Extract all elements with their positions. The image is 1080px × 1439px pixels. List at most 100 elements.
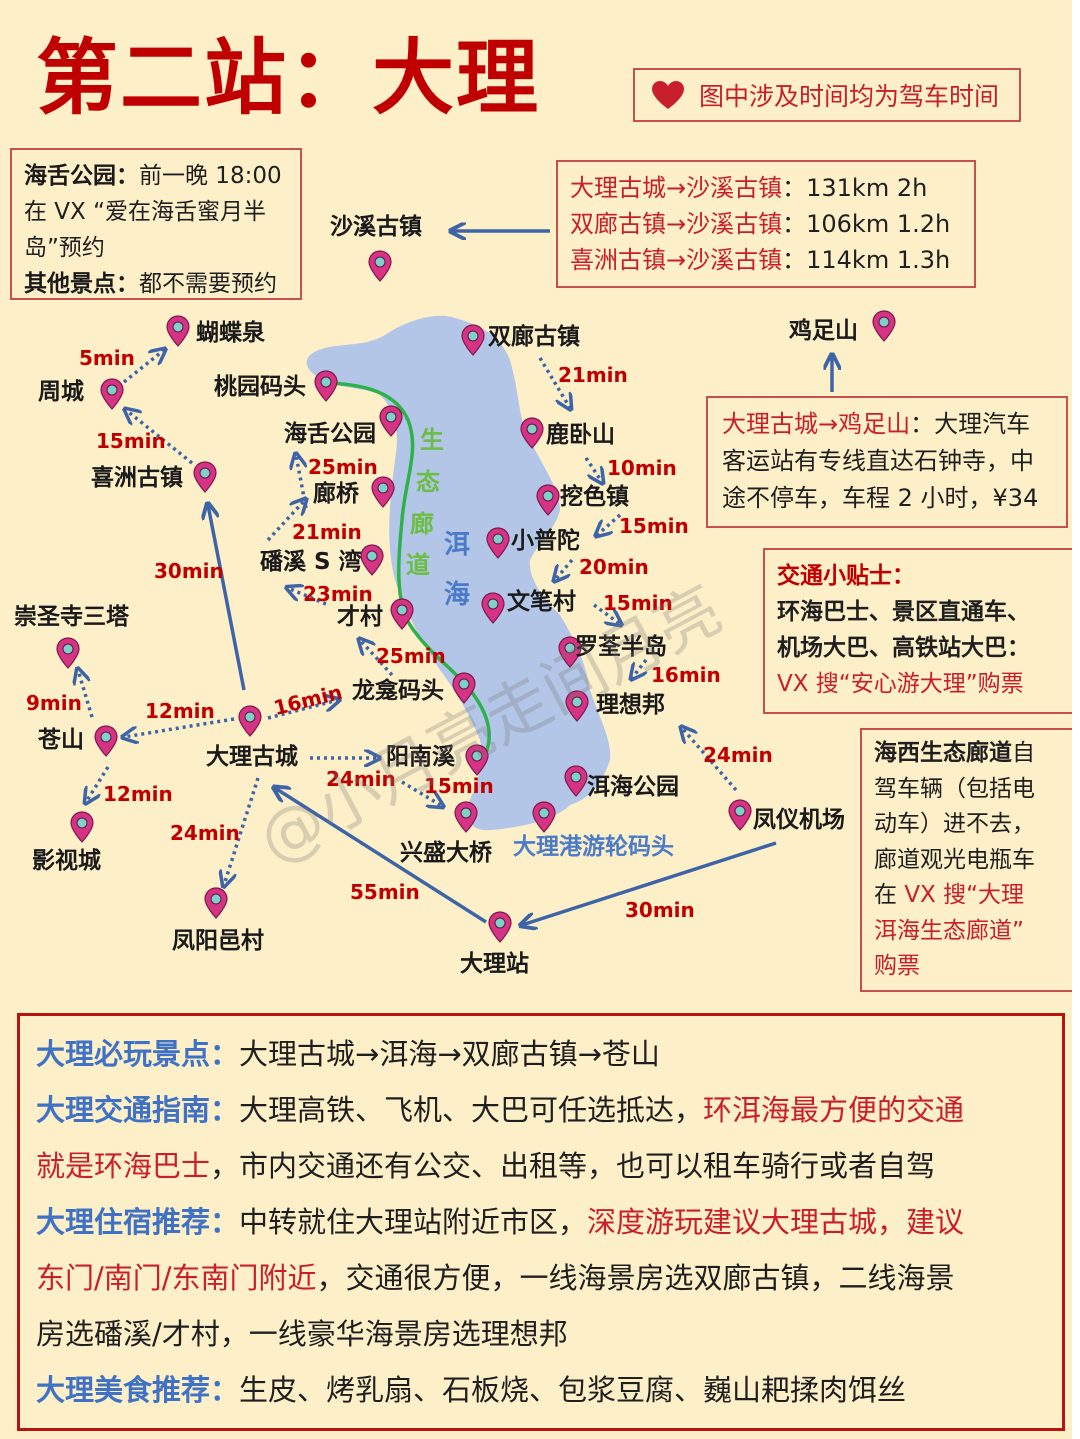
place-pier: 大理港游轮码头 [513, 834, 674, 860]
place-xiaoputuo: 小普陀 [511, 528, 580, 554]
summary-transport: 大理交通指南：大理高铁、飞机、大巴可任选抵达，环洱海最方便的交通就是环海巴士，市… [36, 1082, 1046, 1194]
traffic-tips-box: 交通小贴士： 环海巴士、景区直通车、 机场大巴、高铁站大巴： VX 搜“安心游大… [763, 548, 1072, 714]
eco-label-1: 生 [420, 426, 444, 454]
duration-label: 24min [326, 767, 396, 791]
duration-label: 20min [579, 555, 649, 579]
stay-red1: 深度游玩建议大理古城，建议 [587, 1205, 965, 1239]
stay-label: 大理住宿推荐： [36, 1205, 240, 1239]
pin-cangshan [94, 725, 118, 757]
place-taoyuan: 桃园码头 [214, 374, 306, 400]
duration-label: 16min [651, 663, 721, 687]
duration-label: 15min [96, 429, 166, 453]
duration-label: 30min [154, 559, 224, 583]
pin-shaxi [368, 250, 392, 282]
pin-yingshi [70, 811, 94, 843]
place-dalizhan: 大理站 [460, 951, 529, 977]
duration-label: 12min [145, 699, 215, 723]
place-cangshan: 苍山 [38, 727, 84, 753]
separator: ： [782, 210, 807, 238]
eco-corridor-line [331, 381, 491, 761]
erhai-lake-shape [306, 315, 611, 831]
haixi-line6: 洱海生态廊道” [874, 917, 1024, 944]
place-lixiangbang: 理想邦 [596, 692, 665, 718]
duration-label: 23min [303, 582, 373, 606]
lake-label-2: 海 [444, 580, 471, 610]
traffic-tips-heading: 交通小贴士： [777, 563, 915, 589]
food-text: 生皮、烤乳扇、石板烧、包浆豆腐、巍山耙揉肉饵丝 [239, 1373, 907, 1407]
transport-text2: ，市内交通还有公交、出租等，也可以租车骑行或者自驾 [210, 1149, 936, 1183]
place-langqiao: 廊桥 [313, 481, 359, 507]
place-gucheng: 大理古城 [206, 744, 298, 770]
duration-label: 5min [79, 346, 135, 370]
place-luwoshan: 鹿卧山 [546, 422, 615, 448]
duration-label: 15min [603, 591, 673, 615]
place-xizhou: 喜洲古镇 [91, 465, 183, 491]
pin-panxi [360, 544, 384, 576]
pin-zhoucheng [100, 378, 124, 410]
jizu-text1: ：大理汽车 [910, 410, 1031, 438]
duration-label: 15min [424, 774, 494, 798]
summary-food: 大理美食推荐：生皮、烤乳扇、石板烧、包浆豆腐、巍山耙揉肉饵丝 [36, 1362, 1046, 1418]
shaxi-row: 双廊古镇→沙溪古镇：106km 1.2h [570, 206, 962, 242]
route-name: 喜洲古镇→沙溪古镇 [570, 246, 783, 274]
duration-label: 55min [350, 880, 420, 904]
place-yingshi: 影视城 [32, 848, 101, 874]
place-wase: 挖色镇 [560, 484, 629, 510]
place-shuanglang: 双廊古镇 [488, 324, 580, 350]
duration-label: 24min [170, 821, 240, 845]
eco-label-2: 态 [416, 468, 440, 496]
traffic-tips-line2: 机场大巴、高铁站大巴： [777, 635, 1030, 661]
shaxi-row: 喜洲古镇→沙溪古镇：114km 1.3h [570, 242, 962, 278]
route-name: 双廊古镇→沙溪古镇 [570, 210, 783, 238]
stay-text3: 房选磻溪/才村，一线豪华海景房选理想邦 [36, 1317, 568, 1351]
place-xingsheng: 兴盛大桥 [400, 840, 492, 866]
others-label: 其他景点： [24, 271, 139, 297]
food-label: 大理美食推荐： [36, 1373, 240, 1407]
haixi-line3: 动车）进不去， [874, 811, 1035, 837]
pin-fengyang [204, 887, 228, 919]
duration-label: 24min [703, 743, 773, 767]
shaxi-route-box: 大理古城→沙溪古镇：131km 2h 双廊古镇→沙溪古镇：106km 1.2h … [556, 160, 976, 288]
haixi-line4: 廊道观光电瓶车 [874, 846, 1035, 873]
summary-stay: 大理住宿推荐：中转就住大理站附近市区，深度游玩建议大理古城，建议东门/南门/东南… [36, 1194, 1046, 1362]
haixi-line2: 驾车辆（包括电 [874, 775, 1035, 802]
pin-gucheng [238, 705, 262, 737]
duration-label: 10min [607, 456, 677, 480]
summary-box: 大理必玩景点：大理古城→洱海→双廊古镇→苍山 大理交通指南：大理高铁、飞机、大巴… [17, 1013, 1065, 1431]
pin-dalizhan [488, 911, 512, 943]
jizushan-info-box: 大理古城→鸡足山：大理汽车 客运站有专线直达石钟寺，中 途不停车，车程 2 小时… [706, 396, 1068, 528]
duration-label: 25min [308, 455, 378, 479]
place-jizushan: 鸡足山 [789, 318, 858, 344]
eco-label-4: 道 [406, 551, 430, 579]
driving-time-note: 图中涉及时间均为驾车时间 [633, 68, 1021, 122]
stay-text1: 中转就住大理站附近市区， [239, 1205, 588, 1239]
place-shaxi: 沙溪古镇 [330, 214, 422, 240]
place-erhaipark: 洱海公园 [587, 774, 679, 800]
haishe-line3: 岛”预约 [24, 235, 105, 261]
place-zhoucheng: 周城 [38, 379, 84, 405]
reservation-info-box: 海舌公园：前一晚 18:00 在 VX “爱在海舌蜜月半 岛”预约 其他景点：都… [10, 148, 302, 300]
place-caicun: 才村 [337, 604, 383, 630]
stay-red2: 东门/南门/东南门附近 [36, 1261, 317, 1295]
traffic-tips-line3: VX 搜“安心游大理”购票 [777, 671, 1024, 697]
pin-xingsheng [454, 801, 478, 833]
haishe-label: 海舌公园： [24, 163, 139, 189]
transport-red2: 就是环海巴士 [36, 1149, 211, 1183]
pin-taoyuan [314, 370, 338, 402]
route-name: 大理古城→沙溪古镇 [570, 174, 783, 202]
place-wenbi: 文笔村 [507, 589, 576, 615]
shaxi-row: 大理古城→沙溪古镇：131km 2h [570, 170, 962, 206]
place-hudiequan: 蝴蝶泉 [196, 320, 265, 346]
must-see-label: 大理必玩景点： [36, 1037, 240, 1071]
separator: ： [782, 246, 807, 274]
transport-red1: 环洱海最方便的交通 [703, 1093, 965, 1127]
transport-label: 大理交通指南： [36, 1093, 240, 1127]
haixi-line7: 购票 [874, 953, 920, 979]
haixi-line5a: 在 [874, 882, 905, 908]
eco-corridor-info-box: 海西生态廊道自 驾车辆（包括电 动车）进不去， 廊道观光电瓶车 在 VX 搜“大… [860, 728, 1072, 992]
place-longkan: 龙龛码头 [352, 678, 444, 704]
haixi-bold: 海西生态廊道 [874, 740, 1012, 766]
eco-label-3: 廊 [410, 510, 434, 538]
place-haishe: 海舌公园 [284, 421, 376, 447]
